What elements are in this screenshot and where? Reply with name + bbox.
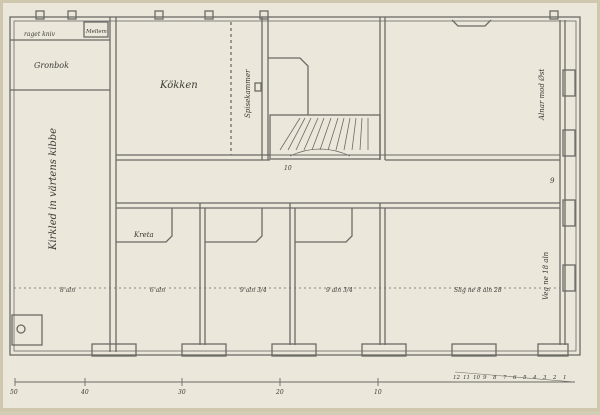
outer-wall-inner [13,20,577,352]
box-upper-left [83,21,109,38]
chimney-6 [549,10,559,20]
label-upper-left-a: raget kniv [24,31,56,38]
chimney-5 [259,10,269,20]
label-upper-left-b: Mellem [85,29,107,35]
fireplace [451,19,492,27]
staircase-box [269,114,381,160]
tick-9: 9 [483,375,487,381]
tick-6: 6 [513,375,517,381]
window-2 [181,343,227,357]
label-kitchen: Kökken [159,80,198,91]
label-left-room: Gronbok [34,61,69,70]
tick-12: 12 [453,375,460,381]
chimney-2 [67,10,77,20]
chimney-3 [154,10,164,20]
scale-label-30: 30 [178,389,186,396]
scale-label-40: 40 [80,389,89,396]
scale-bar [14,371,576,386]
scale-label-10: 10 [374,389,382,396]
label-pantry: Spisekammer [244,69,252,118]
window-1 [91,343,137,357]
window-right-2 [562,129,576,157]
walls [9,10,581,357]
chimney-1 [35,10,45,20]
label-mid-marker: 10 [284,165,292,172]
tick-11: 11 [463,375,470,381]
corner-stove [11,314,43,346]
paper-sheet [3,3,597,408]
corner-stove-circle [16,324,26,334]
window-4 [361,343,407,357]
dim-label-1: 8 aln [60,287,75,294]
label-right-lower: Veg ne 18 aln [542,251,550,300]
tick-2: 2 [552,375,557,381]
outer-wall [9,16,581,356]
label-barn: Kirkled in värtens kibbe [48,128,59,251]
tick-3: 3 [543,375,547,381]
tick-7: 7 [503,375,507,381]
stove-marker [254,82,262,92]
window-6 [537,343,569,357]
scale-label-20: 20 [275,389,284,396]
closet-3 [295,208,353,243]
stair-hall-wall [268,57,309,115]
closet-2 [205,208,263,243]
stair-curve [289,148,351,157]
tick-10: 10 [473,375,480,381]
window-5 [451,343,497,357]
scale-label-50: 50 [10,389,18,396]
window-right-3 [562,199,576,227]
stair-treads [279,117,369,157]
label-right-upper: Alnar mod Øst [538,69,546,121]
window-right-4 [562,264,576,292]
dim-label-3: 9 aln 3/4 [240,287,267,294]
window-right-1 [562,69,576,97]
closet-1 [116,208,173,243]
dim-label-5: Slig ne 8 aln 28 [454,287,502,294]
tick-8: 8 [493,375,497,381]
label-small-room: Kreta [133,231,154,239]
label-right-mid: 9 [550,177,555,185]
tick-1: 1 [563,375,567,381]
tick-4: 4 [532,375,537,381]
dim-label-4: 9 aln 3/4 [326,287,353,294]
scale-ticks: 12 11 10 9 8 7 6 5 4 3 2 1 [453,375,567,381]
window-3 [271,343,317,357]
chimney-4 [204,10,214,20]
dim-label-2: 6 aln [150,287,165,294]
tick-5: 5 [523,375,527,381]
